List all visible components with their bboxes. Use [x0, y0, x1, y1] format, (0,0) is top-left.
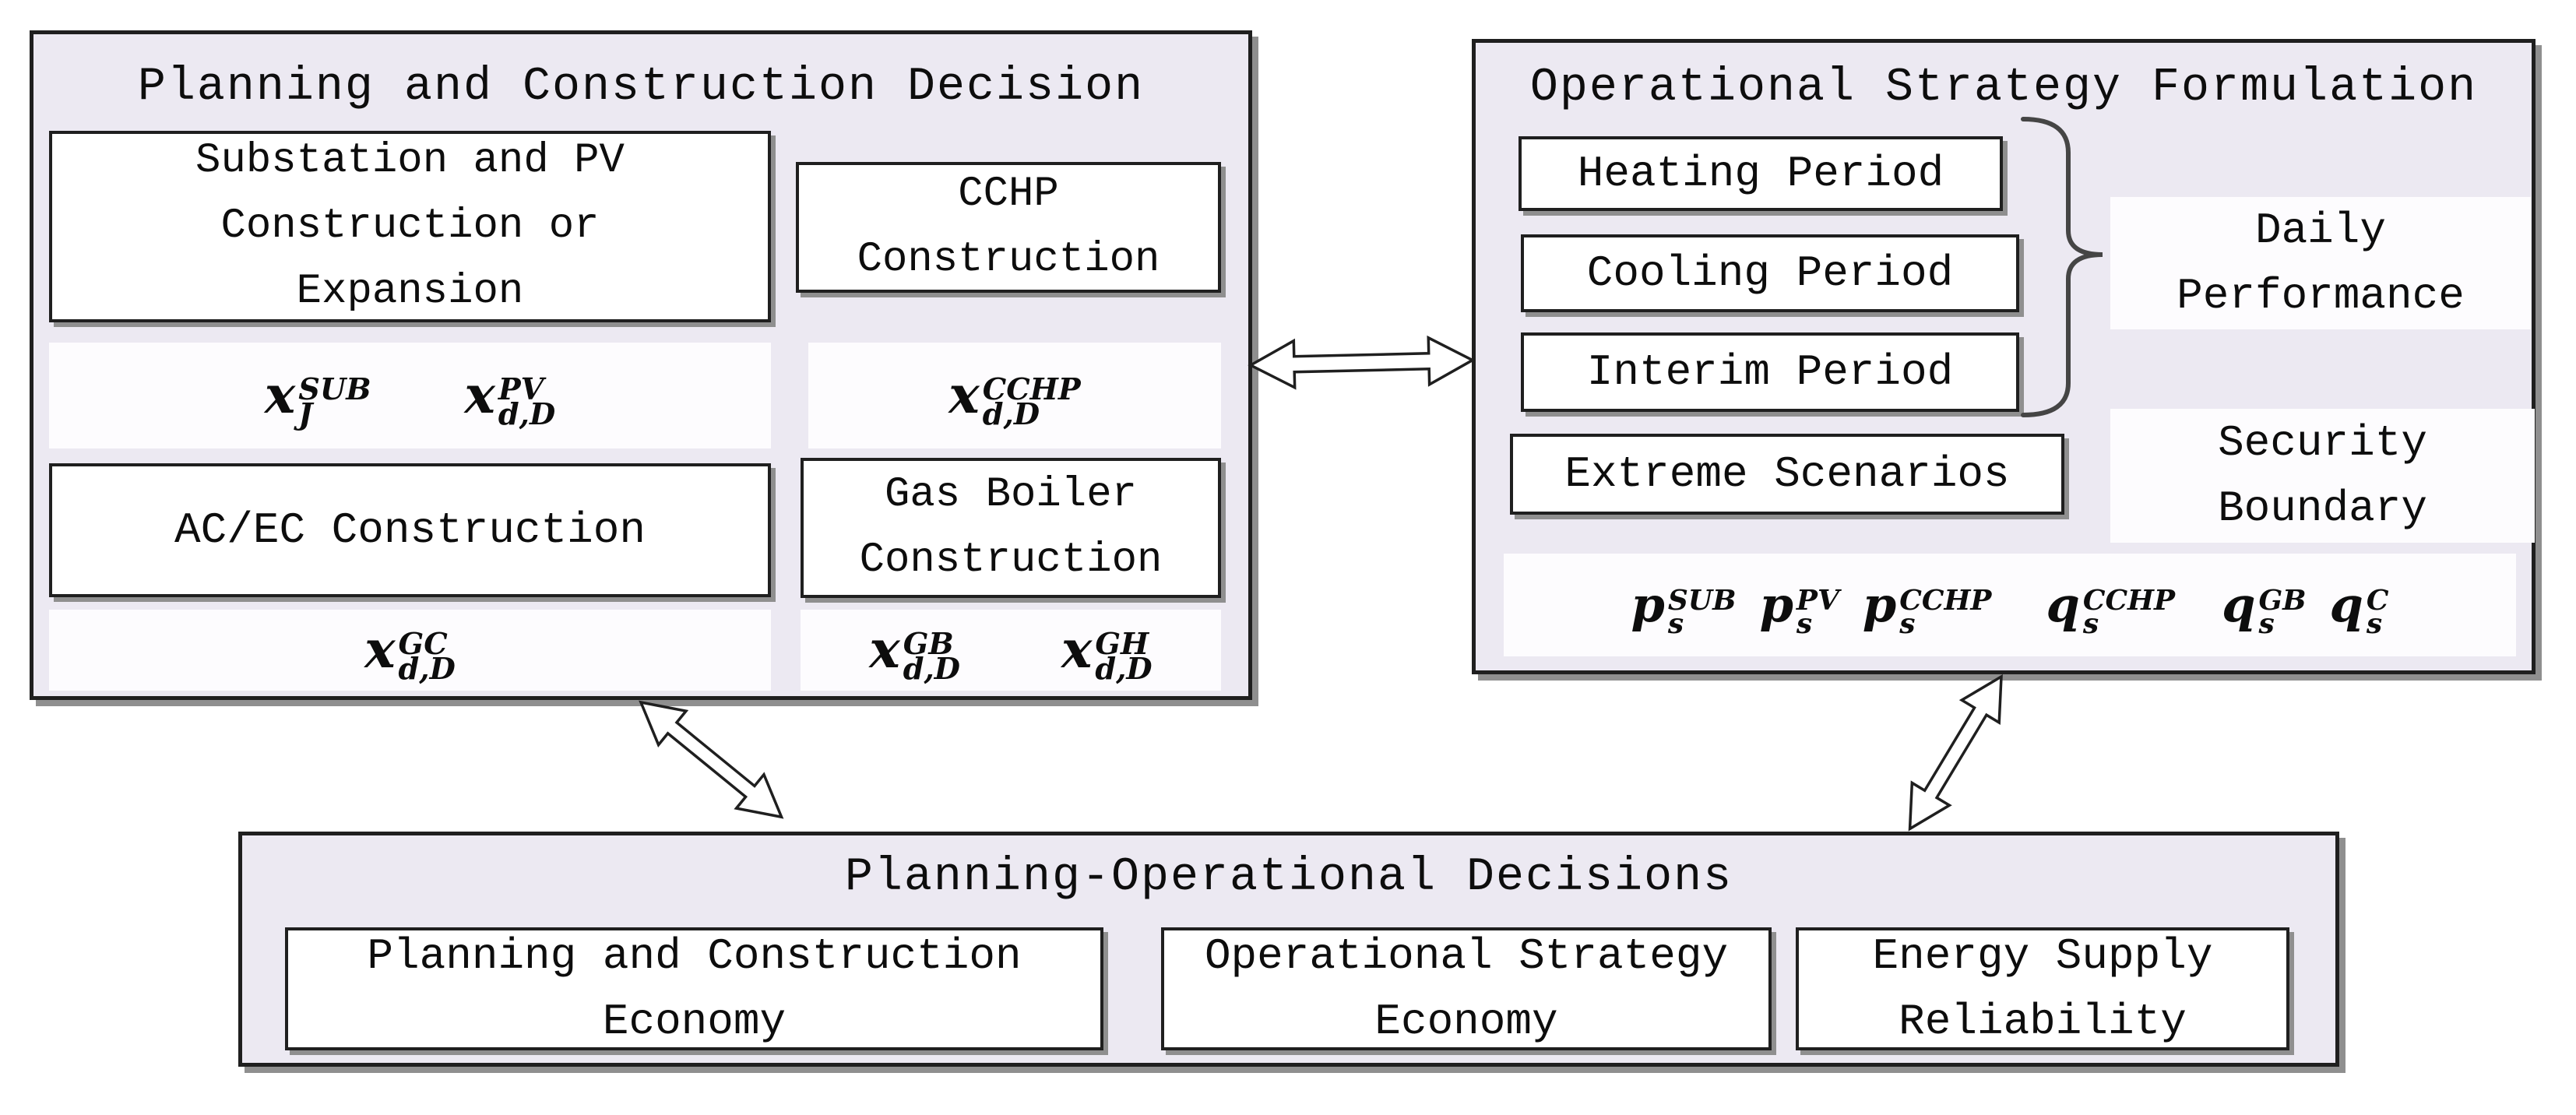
- energy-supply-reliability-label: Energy Supply Reliability: [1872, 931, 2213, 1046]
- daily-performance-label: Daily Performance: [2177, 206, 2465, 321]
- acec-construction-box: AC/EC Construction: [49, 463, 771, 597]
- operational-strategy-panel: Operational Strategy Formulation Heating…: [1472, 39, 2536, 674]
- operational-decisions-arrow: [1908, 674, 2003, 832]
- cchp-construction-box: CCHP Construction: [796, 162, 1221, 293]
- daily-performance-box: Daily Performance: [2110, 197, 2531, 329]
- security-boundary-box: Security Boundary: [2110, 409, 2535, 543]
- interim-period-label: Interim Period: [1586, 347, 1954, 397]
- planning-construction-panel: Planning and Construction Decision Subst…: [30, 30, 1252, 700]
- operational-strategy-economy-box: Operational Strategy Economy: [1161, 927, 1772, 1050]
- planning-construction-economy-label: Planning and Construction Economy: [367, 931, 1022, 1046]
- decisions-panel-title: Planning-Operational Decisions: [844, 851, 1733, 904]
- energy-supply-reliability-box: Energy Supply Reliability: [1796, 927, 2289, 1050]
- operational-panel-title: Operational Strategy Formulation: [1529, 62, 2478, 114]
- planning-construction-economy-box: Planning and Construction Economy: [285, 927, 1103, 1050]
- security-boundary-label: Security Boundary: [2218, 418, 2427, 533]
- heating-period-label: Heating Period: [1577, 149, 1944, 199]
- operational-strategy-economy-label: Operational Strategy Economy: [1204, 931, 1729, 1046]
- planning-operational-decisions-panel: Planning-Operational Decisions Planning …: [238, 832, 2339, 1067]
- gas-boiler-box: Gas Boiler Construction: [801, 458, 1221, 598]
- cooling-period-box: Cooling Period: [1521, 234, 2019, 312]
- cooling-period-label: Cooling Period: [1586, 248, 1954, 298]
- extreme-scenarios-label: Extreme Scenarios: [1564, 449, 2010, 499]
- gas-boiler-label: Gas Boiler Construction: [859, 471, 1163, 584]
- planning-operational-arrow: [1248, 335, 1476, 390]
- planning-decisions-arrow: [639, 700, 784, 819]
- interim-period-box: Interim Period: [1521, 332, 2019, 412]
- heating-period-box: Heating Period: [1519, 136, 2003, 211]
- cchp-construction-label: CCHP Construction: [857, 171, 1160, 283]
- acec-construction-label: AC/EC Construction: [174, 505, 646, 555]
- planning-panel-title: Planning and Construction Decision: [137, 61, 1145, 114]
- substation-pv-box: Substation and PV Construction or Expans…: [49, 131, 771, 322]
- substation-pv-label: Substation and PV Construction or Expans…: [195, 137, 625, 315]
- extreme-scenarios-box: Extreme Scenarios: [1510, 434, 2064, 515]
